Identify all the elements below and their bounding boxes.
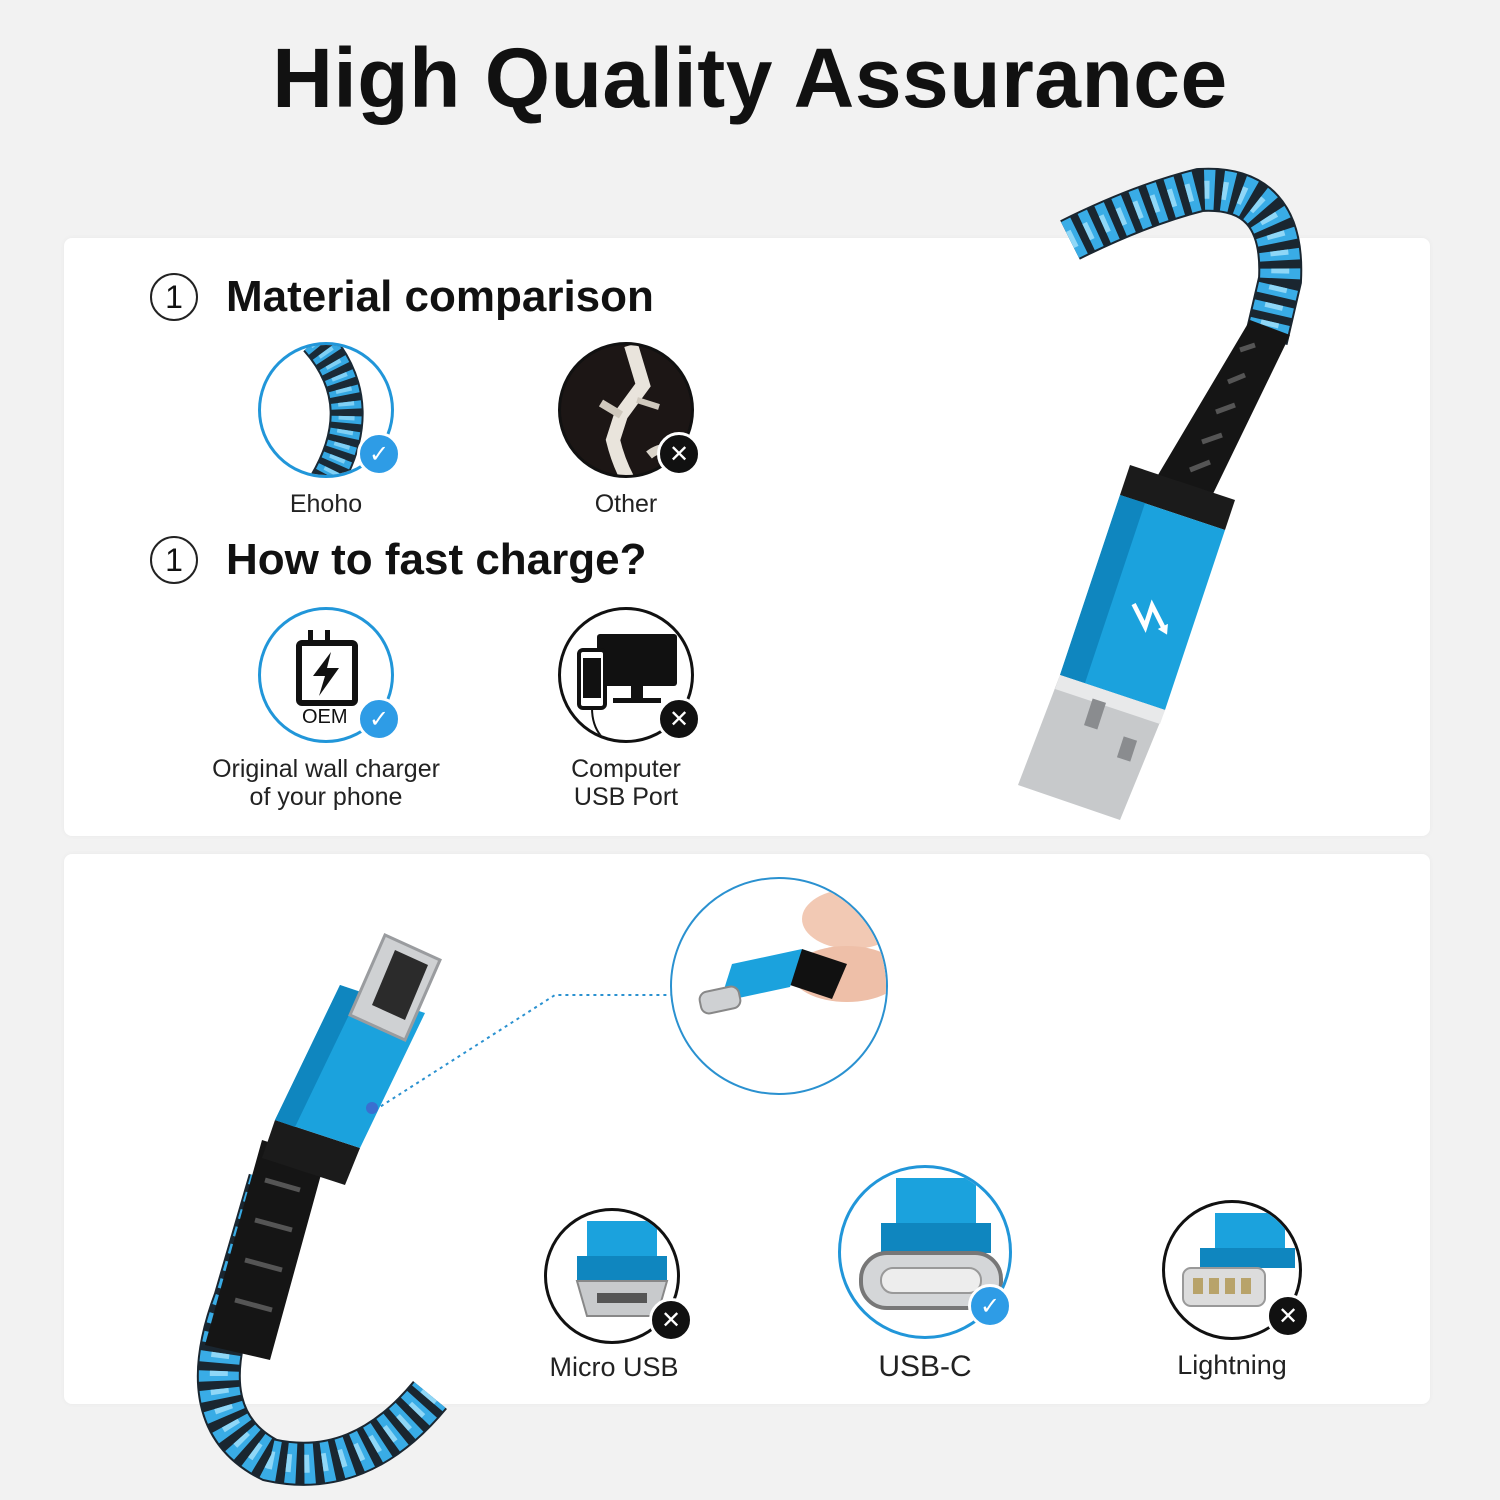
magnified-usbc-image	[670, 877, 888, 1095]
check-icon: ✓	[357, 432, 401, 476]
charge-option-computer: Computer USB Port	[486, 755, 766, 811]
section-charge-header: 1 How to fast charge?	[150, 535, 647, 585]
caption-line: Original wall charger	[212, 755, 440, 783]
micro-usb-image	[544, 1208, 680, 1344]
cross-icon: ✕	[649, 1298, 693, 1342]
caption-line: of your phone	[249, 783, 403, 811]
check-icon: ✓	[357, 697, 401, 741]
connector-label-micro-usb: Micro USB	[549, 1352, 679, 1382]
connector-label-lightning: Lightning	[1177, 1350, 1287, 1380]
section-number: 1	[150, 273, 198, 321]
section-material-header: 1 Material comparison	[150, 272, 654, 322]
cross-icon: ✕	[1266, 1294, 1310, 1338]
usbc-connector-image	[838, 1165, 1012, 1339]
page-title: High Quality Assurance	[272, 31, 1228, 125]
check-icon: ✓	[968, 1284, 1012, 1328]
cross-icon: ✕	[657, 432, 701, 476]
oem-label: OEM	[302, 706, 348, 728]
section-title: How to fast charge?	[226, 535, 647, 584]
material-label-other: Other	[594, 490, 658, 518]
section-title: Material comparison	[226, 272, 654, 321]
caption-line: USB Port	[573, 783, 679, 811]
computer-icon	[577, 634, 677, 737]
cross-icon: ✕	[657, 697, 701, 741]
caption-line: Computer	[571, 755, 681, 783]
section-number: 1	[150, 536, 198, 584]
connector-label-usb-c: USB-C	[878, 1350, 972, 1383]
lightning-image	[1162, 1200, 1302, 1340]
wall-charger-icon	[296, 630, 358, 706]
material-label-ehoho: Ehoho	[289, 490, 363, 518]
charge-option-wall: Original wall charger of your phone	[186, 755, 466, 811]
